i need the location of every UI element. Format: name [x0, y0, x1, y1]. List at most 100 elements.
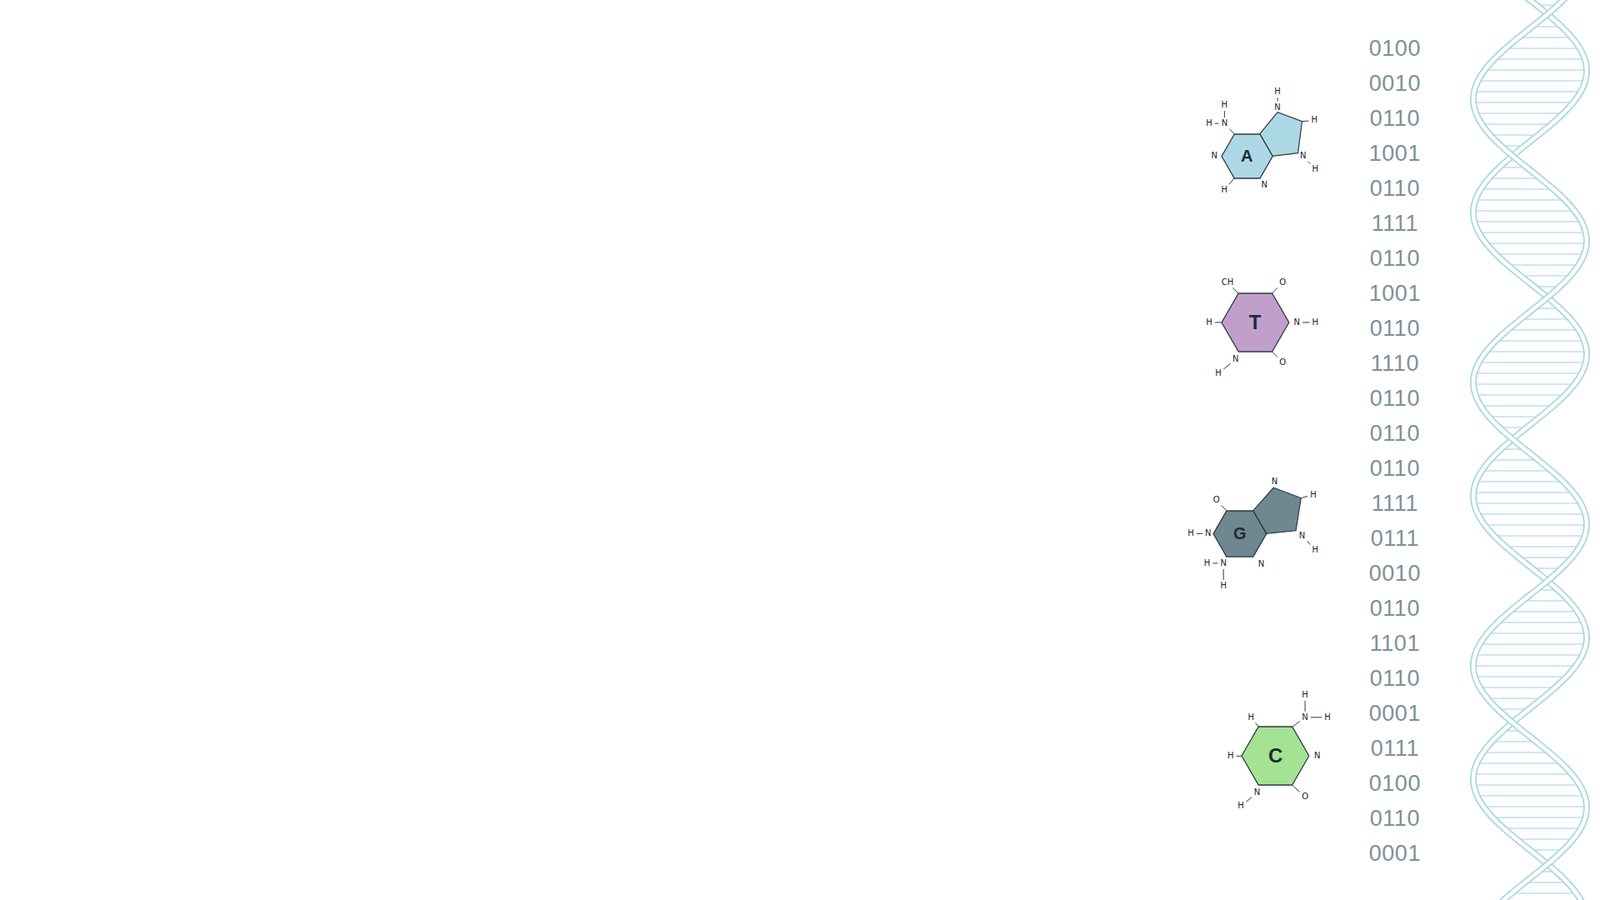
atom-label: O — [1300, 792, 1310, 801]
helix-rung — [1480, 188, 1554, 190]
helix-rung — [1507, 329, 1579, 331]
atom-label: H — [1226, 751, 1235, 760]
bond-line — [1229, 178, 1235, 185]
atom-label: H — [1310, 115, 1319, 125]
atom-label: N — [1260, 180, 1268, 190]
binary-code: 0100 — [1369, 771, 1421, 795]
nucleobase-ring: A — [1221, 134, 1273, 179]
bond-line — [1277, 97, 1279, 101]
bond-line — [1292, 721, 1300, 728]
helix-rung — [1487, 632, 1587, 635]
helix-rung — [1480, 643, 1587, 645]
helix-rung — [1475, 675, 1567, 678]
binary-code: 0110 — [1370, 246, 1420, 270]
atom-label: O — [1278, 278, 1287, 287]
helix-rung — [1505, 545, 1580, 548]
helix-rung — [1480, 405, 1554, 407]
base-letter: T — [1249, 312, 1262, 333]
binary-code: 0110 — [1370, 666, 1420, 690]
bond-line — [1306, 540, 1310, 545]
bond-line — [1245, 797, 1252, 803]
base-letter: G — [1233, 525, 1247, 542]
atom-label: N — [1299, 151, 1307, 160]
atom-label: H — [1246, 713, 1255, 722]
helix-rung — [1474, 90, 1581, 93]
helix-rung — [1474, 372, 1582, 375]
bond-line — [1300, 496, 1308, 499]
helix-rung — [1474, 784, 1580, 786]
atom-label: H — [1323, 713, 1332, 722]
atom-label: H — [1205, 119, 1214, 128]
helix-rung — [1478, 80, 1586, 82]
binary-code: 1001 — [1369, 281, 1421, 305]
helix-rung — [1504, 827, 1581, 830]
atom-label: H — [1236, 801, 1245, 810]
atom-label: N — [1219, 559, 1227, 568]
atom-label: H — [1311, 165, 1320, 174]
binary-code: 1101 — [1370, 631, 1420, 655]
atom-label: N — [1220, 119, 1229, 128]
bond-line — [1223, 363, 1230, 370]
binary-code: 0100 — [1369, 36, 1421, 60]
nucleobase-ring: C — [1241, 726, 1310, 785]
helix-rung — [1491, 740, 1536, 743]
hexagon-outline — [1241, 726, 1310, 785]
binary-code: 0111 — [1370, 526, 1420, 550]
atom-label: N — [1273, 103, 1281, 112]
helix-rung — [1489, 415, 1541, 418]
atom-label: O — [1212, 495, 1221, 505]
binary-code: 1110 — [1370, 351, 1420, 375]
helix-rung — [1487, 697, 1543, 700]
helix-rung — [1473, 773, 1572, 775]
helix-rung — [1473, 491, 1574, 494]
dna-helix — [1473, 0, 1587, 900]
atom-label: N — [1210, 151, 1218, 160]
bond-line — [1215, 321, 1222, 323]
atom-label: H — [1220, 185, 1230, 195]
bond-line — [1271, 351, 1277, 357]
bond-group — [1196, 97, 1323, 802]
bond-line — [1212, 562, 1218, 564]
helix-rung — [1481, 123, 1552, 125]
helix-rung — [1511, 892, 1577, 895]
binary-code: 0110 — [1370, 176, 1420, 200]
atom-label: H — [1300, 690, 1310, 700]
helix-rung — [1479, 361, 1586, 364]
helix-rung — [1483, 805, 1587, 808]
helix-rung — [1477, 795, 1585, 797]
helix-rung — [1522, 600, 1570, 602]
binary-code: 0110 — [1370, 421, 1420, 445]
helix-rung — [1473, 383, 1575, 385]
helix-rung — [1509, 610, 1578, 613]
helix-rung — [1475, 654, 1583, 656]
helix-rung — [1479, 231, 1586, 234]
atom-label: N — [1298, 531, 1306, 540]
binary-code: 0110 — [1370, 806, 1420, 830]
helix-rung — [1489, 177, 1541, 180]
helix-rung — [1490, 134, 1539, 136]
helix-rung — [1475, 480, 1564, 483]
helix-rung — [1474, 502, 1581, 505]
atom-label: O — [1278, 358, 1287, 367]
atom-label: H — [1311, 545, 1320, 555]
helix-rung — [1492, 816, 1585, 819]
helix-rung — [1475, 112, 1564, 115]
binary-code: 0010 — [1369, 71, 1421, 95]
helix-strand-core — [1473, 0, 1587, 900]
helix-strand — [1473, 0, 1587, 900]
helix-rung — [1480, 686, 1556, 689]
binary-code: 0110 — [1370, 316, 1420, 340]
helix-rung — [1520, 275, 1571, 277]
hexagon-outline — [1221, 134, 1273, 179]
bond-line — [1255, 722, 1259, 727]
binary-code: 1111 — [1371, 211, 1419, 235]
atom-label: N — [1257, 560, 1265, 569]
helix-rung — [1507, 264, 1579, 266]
bond-line — [1221, 505, 1227, 510]
binary-code: 0110 — [1370, 386, 1420, 410]
base-letter: C — [1268, 745, 1283, 766]
atom-label: H — [1311, 318, 1320, 327]
atom-label: N — [1231, 355, 1240, 364]
